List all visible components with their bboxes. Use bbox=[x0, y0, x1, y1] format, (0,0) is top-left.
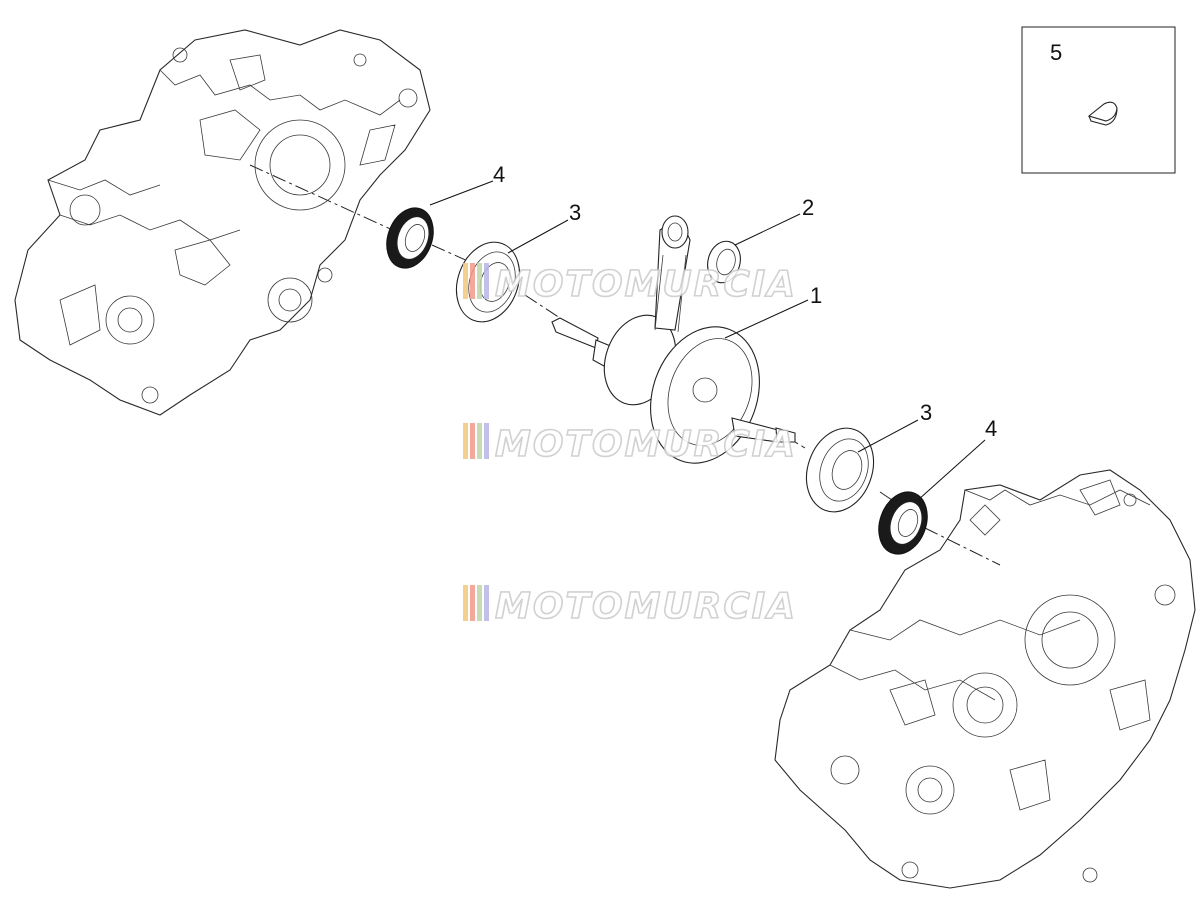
watermark-stripe bbox=[463, 263, 468, 299]
watermark-text: MOTOMURCIA bbox=[495, 264, 797, 305]
conrod-bearing-icon bbox=[707, 240, 741, 284]
woodruff-key-icon bbox=[1087, 101, 1118, 126]
callout-4-bottom: 4 bbox=[985, 416, 997, 441]
left-crankcase-icon bbox=[14, 29, 431, 416]
callout-5: 5 bbox=[1050, 40, 1062, 65]
watermark-stripe bbox=[463, 585, 468, 621]
watermark-stripe bbox=[463, 423, 468, 459]
watermark-1: MOTOMURCIA bbox=[463, 263, 797, 306]
watermark-2: MOTOMURCIA bbox=[463, 423, 797, 466]
watermark-text: MOTOMURCIA bbox=[495, 424, 797, 465]
watermark-stripe bbox=[477, 263, 482, 299]
watermark-3: MOTOMURCIA bbox=[463, 585, 797, 628]
inset-box-key: 5 bbox=[1021, 26, 1176, 174]
callout-2: 2 bbox=[802, 195, 814, 220]
callout-1: 1 bbox=[810, 283, 822, 308]
watermarks: MOTOMURCIA MOTOMURCIA MOTOMURCIA bbox=[463, 263, 797, 628]
watermark-stripe bbox=[477, 585, 482, 621]
watermark-stripe bbox=[484, 263, 489, 299]
watermark-stripe bbox=[470, 423, 475, 459]
oil-seal-bottom-icon bbox=[878, 491, 928, 555]
watermark-stripe bbox=[484, 585, 489, 621]
callout-4-top: 4 bbox=[493, 162, 505, 187]
watermark-stripe bbox=[470, 585, 475, 621]
watermark-stripe bbox=[484, 423, 489, 459]
main-bearing-bottom-icon bbox=[805, 427, 875, 513]
watermark-text: MOTOMURCIA bbox=[495, 586, 797, 627]
watermark-stripe bbox=[470, 263, 475, 299]
callouts: 4 3 2 1 3 4 bbox=[429, 162, 997, 501]
callout-3-bottom: 3 bbox=[920, 400, 932, 425]
callout-3-top: 3 bbox=[569, 200, 581, 225]
watermark-stripe bbox=[477, 423, 482, 459]
crankshaft-icon bbox=[551, 215, 796, 464]
oil-seal-top-icon bbox=[386, 207, 434, 269]
right-crankcase-icon bbox=[774, 469, 1196, 889]
